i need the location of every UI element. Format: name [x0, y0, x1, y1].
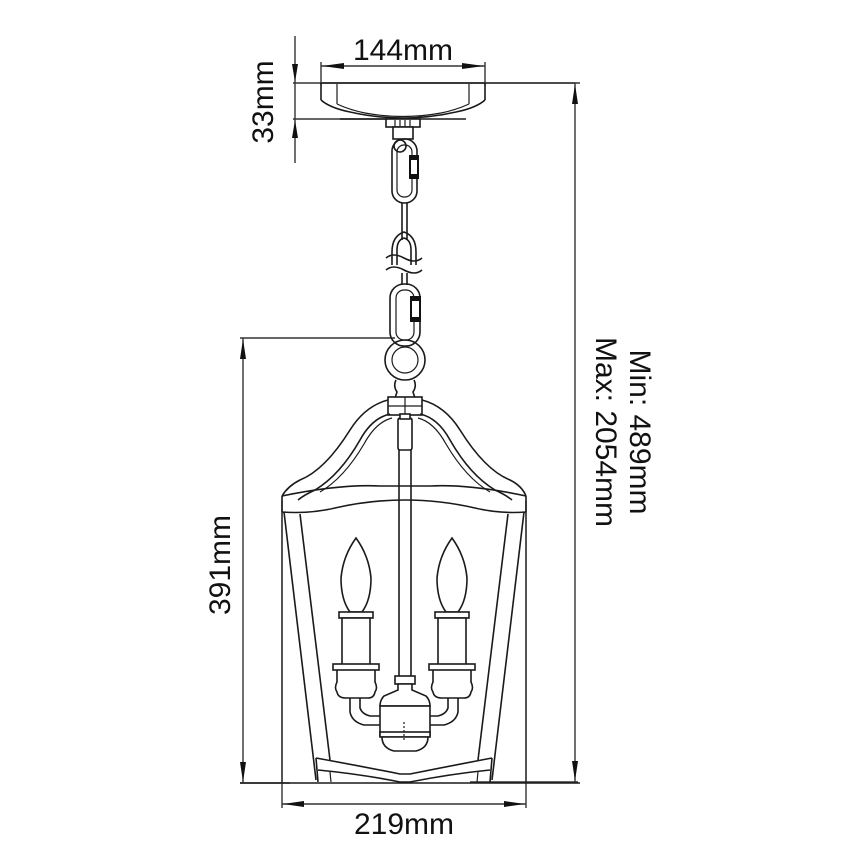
arrow-up-icon — [292, 120, 298, 138]
tapered-lantern-frame — [240, 511, 580, 784]
candle-arm-cluster — [349, 675, 459, 752]
canopy-height-label: 33mm — [247, 60, 280, 143]
body-width-label: 219mm — [354, 808, 454, 841]
overall-height-max-label: Max: 2054mm — [589, 337, 622, 527]
body-height-dimension: 391mm — [204, 337, 395, 784]
arrow-left-icon — [283, 801, 304, 807]
lower-carabiner-clip — [389, 283, 421, 347]
body-height-label: 391mm — [204, 515, 237, 615]
arrow-right-icon — [462, 63, 484, 69]
arrow-left-icon — [322, 63, 344, 69]
overall-height-min-label: Min: 489mm — [623, 349, 656, 514]
break-symbol-upper — [385, 254, 423, 262]
ceiling-canopy — [320, 82, 486, 140]
canopy-width-label: 144mm — [353, 34, 453, 67]
hanging-ring-loop — [384, 339, 426, 399]
candle-bulb-right — [428, 536, 476, 699]
arched-lantern-top — [281, 396, 527, 514]
arrow-up-icon — [572, 84, 578, 104]
arrow-down-icon — [572, 761, 578, 781]
arrow-right-icon — [504, 801, 525, 807]
overall-height-dimension: Min: 489mm Max: 2054mm — [470, 82, 656, 783]
arrow-up-icon — [240, 339, 246, 359]
canopy-width-dimension: 144mm — [320, 34, 486, 85]
center-rod — [397, 413, 413, 680]
arrow-down-icon — [292, 64, 298, 82]
candle-bulb-left — [332, 536, 380, 699]
arrow-down-icon — [240, 762, 246, 782]
chain-with-break-symbol — [385, 203, 423, 285]
break-symbol-lower — [385, 266, 423, 274]
upper-carabiner-clip — [391, 138, 419, 204]
